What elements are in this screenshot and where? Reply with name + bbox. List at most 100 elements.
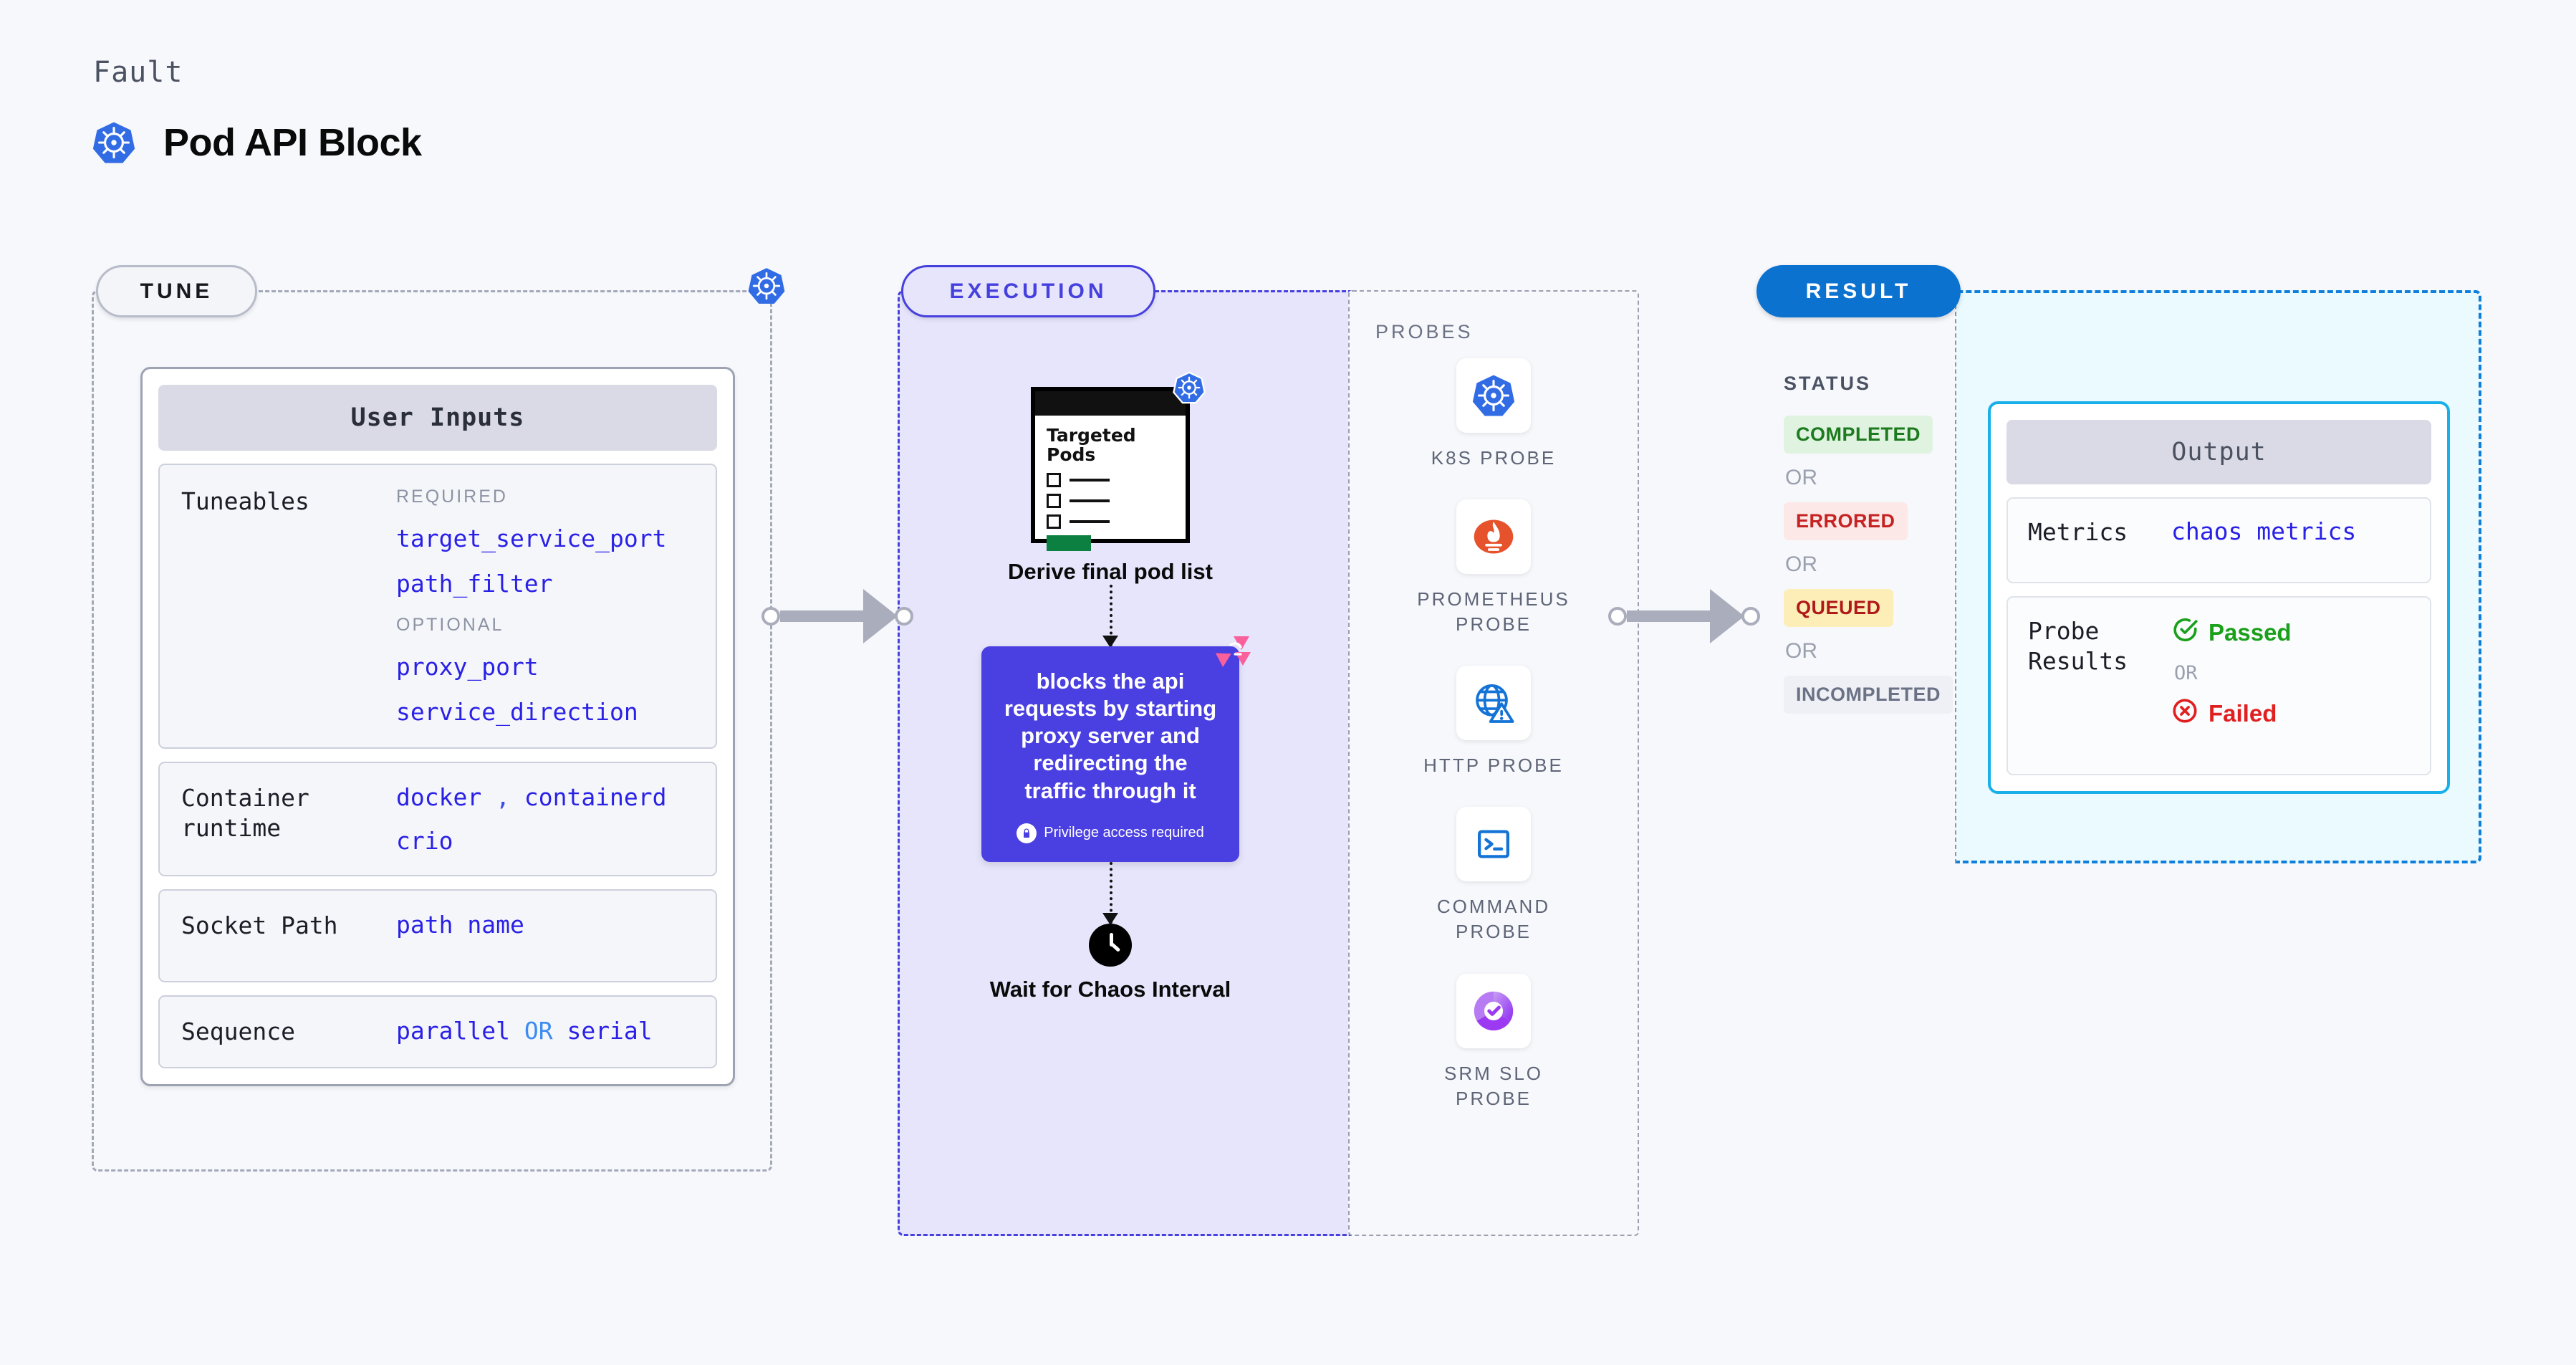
targeted-pods-title-line1: Targeted [1047,425,1136,446]
tune-panel [92,290,772,1172]
connector-tune-to-execution [761,589,913,643]
runtime-value[interactable]: crio [396,827,453,855]
connector-dot [895,607,913,626]
kubernetes-icon [747,267,786,308]
sequence-or: OR [524,1017,553,1045]
probe-item-http[interactable]: HTTP PROBE [1348,666,1639,778]
probe-results-label: Probe Results [2028,617,2128,676]
wait-interval-caption: Wait for Chaos Interval [989,976,1231,1002]
failed-label: Failed [2209,700,2277,727]
probe-item-command[interactable]: COMMAND PROBE [1348,807,1639,944]
probe-label: PROMETHEUS PROBE [1417,588,1570,636]
pod-checklist-item [1047,514,1174,529]
check-circle-icon [2171,616,2198,649]
fault-title-row: Pod API Block [92,120,422,165]
metrics-value[interactable]: chaos metrics [2171,517,2357,545]
status-or: OR [1785,552,1817,576]
probe-item-srm-slo[interactable]: SRM SLO PROBE [1348,973,1639,1111]
fault-kicker: Fault [93,56,183,89]
runtime-value[interactable]: docker [396,783,482,811]
sequence-value[interactable]: serial [567,1017,653,1045]
kubernetes-icon [1173,371,1206,407]
probe-label: K8S PROBE [1431,447,1557,469]
connector-arrowhead [863,589,898,643]
connector-line [1627,610,1711,622]
targeted-pods-node: Targeted Pods [1031,371,1206,551]
checkbox-icon [1047,494,1061,508]
flow-arrow [1102,585,1118,648]
tuneables-values: REQUIRED target_service_port path_filter… [396,487,694,726]
connector-line [780,610,865,622]
container-runtime-row: Container runtime docker , containerd cr… [158,762,717,876]
socket-path-row: Socket Path path name [158,889,717,982]
x-circle-icon [2171,697,2198,730]
terminal-icon [1456,807,1531,882]
sequence-value[interactable]: parallel [396,1017,510,1045]
container-runtime-label: Container runtime [181,784,309,843]
list-dash [1070,499,1110,502]
http-globe-warning-icon [1456,666,1531,741]
value-separator: , [496,783,510,811]
result-section-pill[interactable]: RESULT [1756,265,1961,317]
user-inputs-title: User Inputs [158,385,717,451]
tuneable-value[interactable]: proxy_port [396,653,539,681]
metrics-values: chaos metrics [2171,517,2410,563]
clock-icon [1089,923,1132,967]
probe-result-failed: Failed [2171,697,2410,730]
probe-results-values: Passed OR Failed [2171,616,2410,755]
srm-slo-icon [1456,973,1531,1048]
socket-path-values: path name [396,911,694,961]
user-inputs-card: User Inputs Tuneables REQUIRED target_se… [140,367,735,1087]
probes-title: PROBES [1375,321,1474,343]
connector-dot [1608,607,1627,626]
chaos-icon [1213,635,1252,671]
targeted-pods-title-line2: Pods [1047,444,1096,465]
probe-label: SRM SLO PROBE [1443,1062,1544,1109]
list-dash [1070,520,1110,523]
execution-section-pill[interactable]: EXECUTION [901,265,1155,317]
probes-panel [1348,290,1639,1236]
tuneables-label: Tuneables [181,487,309,515]
connector-dot [1741,607,1760,626]
pod-checklist-item [1047,473,1174,487]
prometheus-icon [1456,499,1531,575]
runtime-value[interactable]: containerd [524,783,667,811]
execution-flow: Targeted Pods [938,371,1282,1002]
tuneable-value[interactable]: path_filter [396,570,553,598]
flow-arrow [1102,861,1118,925]
probe-label: COMMAND PROBE [1436,896,1551,943]
socket-path-label: Socket Path [181,911,338,939]
derive-pod-list-caption: Derive final pod list [1008,559,1213,584]
metrics-row: Metrics chaos metrics [2007,497,2431,583]
connector-arrowhead [1710,589,1744,643]
status-list: COMPLETED OR ERRORED OR QUEUED OR INCOMP… [1784,416,1970,714]
sequence-label: Sequence [181,1017,295,1045]
socket-path-value[interactable]: path name [396,911,524,939]
status-or: OR [1785,466,1817,489]
status-badge-incompleted: INCOMPLETED [1784,676,1953,714]
tuneable-value[interactable]: service_direction [396,698,638,726]
pod-checklist-item [1047,494,1174,508]
action-description: blocks the api requests by starting prox… [1004,669,1217,803]
checkbox-icon [1047,514,1061,529]
status-badge-completed: COMPLETED [1784,416,1933,454]
kubernetes-icon [1456,358,1531,433]
card-titlebar [1035,391,1186,416]
pod-checklist [1047,473,1174,529]
wait-interval-node: Wait for Chaos Interval [938,923,1282,1002]
connector-execution-to-result [1608,589,1760,643]
probe-results-row: Probe Results Passed OR [2007,596,2431,775]
probe-result-or: OR [2174,662,2198,684]
status-or: OR [1785,639,1817,663]
tuneable-value[interactable]: target_service_port [396,525,667,552]
sequence-values: parallel OR serial [396,1017,694,1047]
probe-item-prometheus[interactable]: PROMETHEUS PROBE [1348,499,1639,637]
sequence-row: Sequence parallel OR serial [158,995,717,1069]
tune-section-pill[interactable]: TUNE [96,265,257,317]
passed-label: Passed [2209,619,2292,646]
page-title: Pod API Block [163,121,422,164]
probe-item-k8s[interactable]: K8S PROBE [1348,358,1639,471]
metrics-label: Metrics [2028,518,2128,546]
connector-dot [761,607,780,626]
